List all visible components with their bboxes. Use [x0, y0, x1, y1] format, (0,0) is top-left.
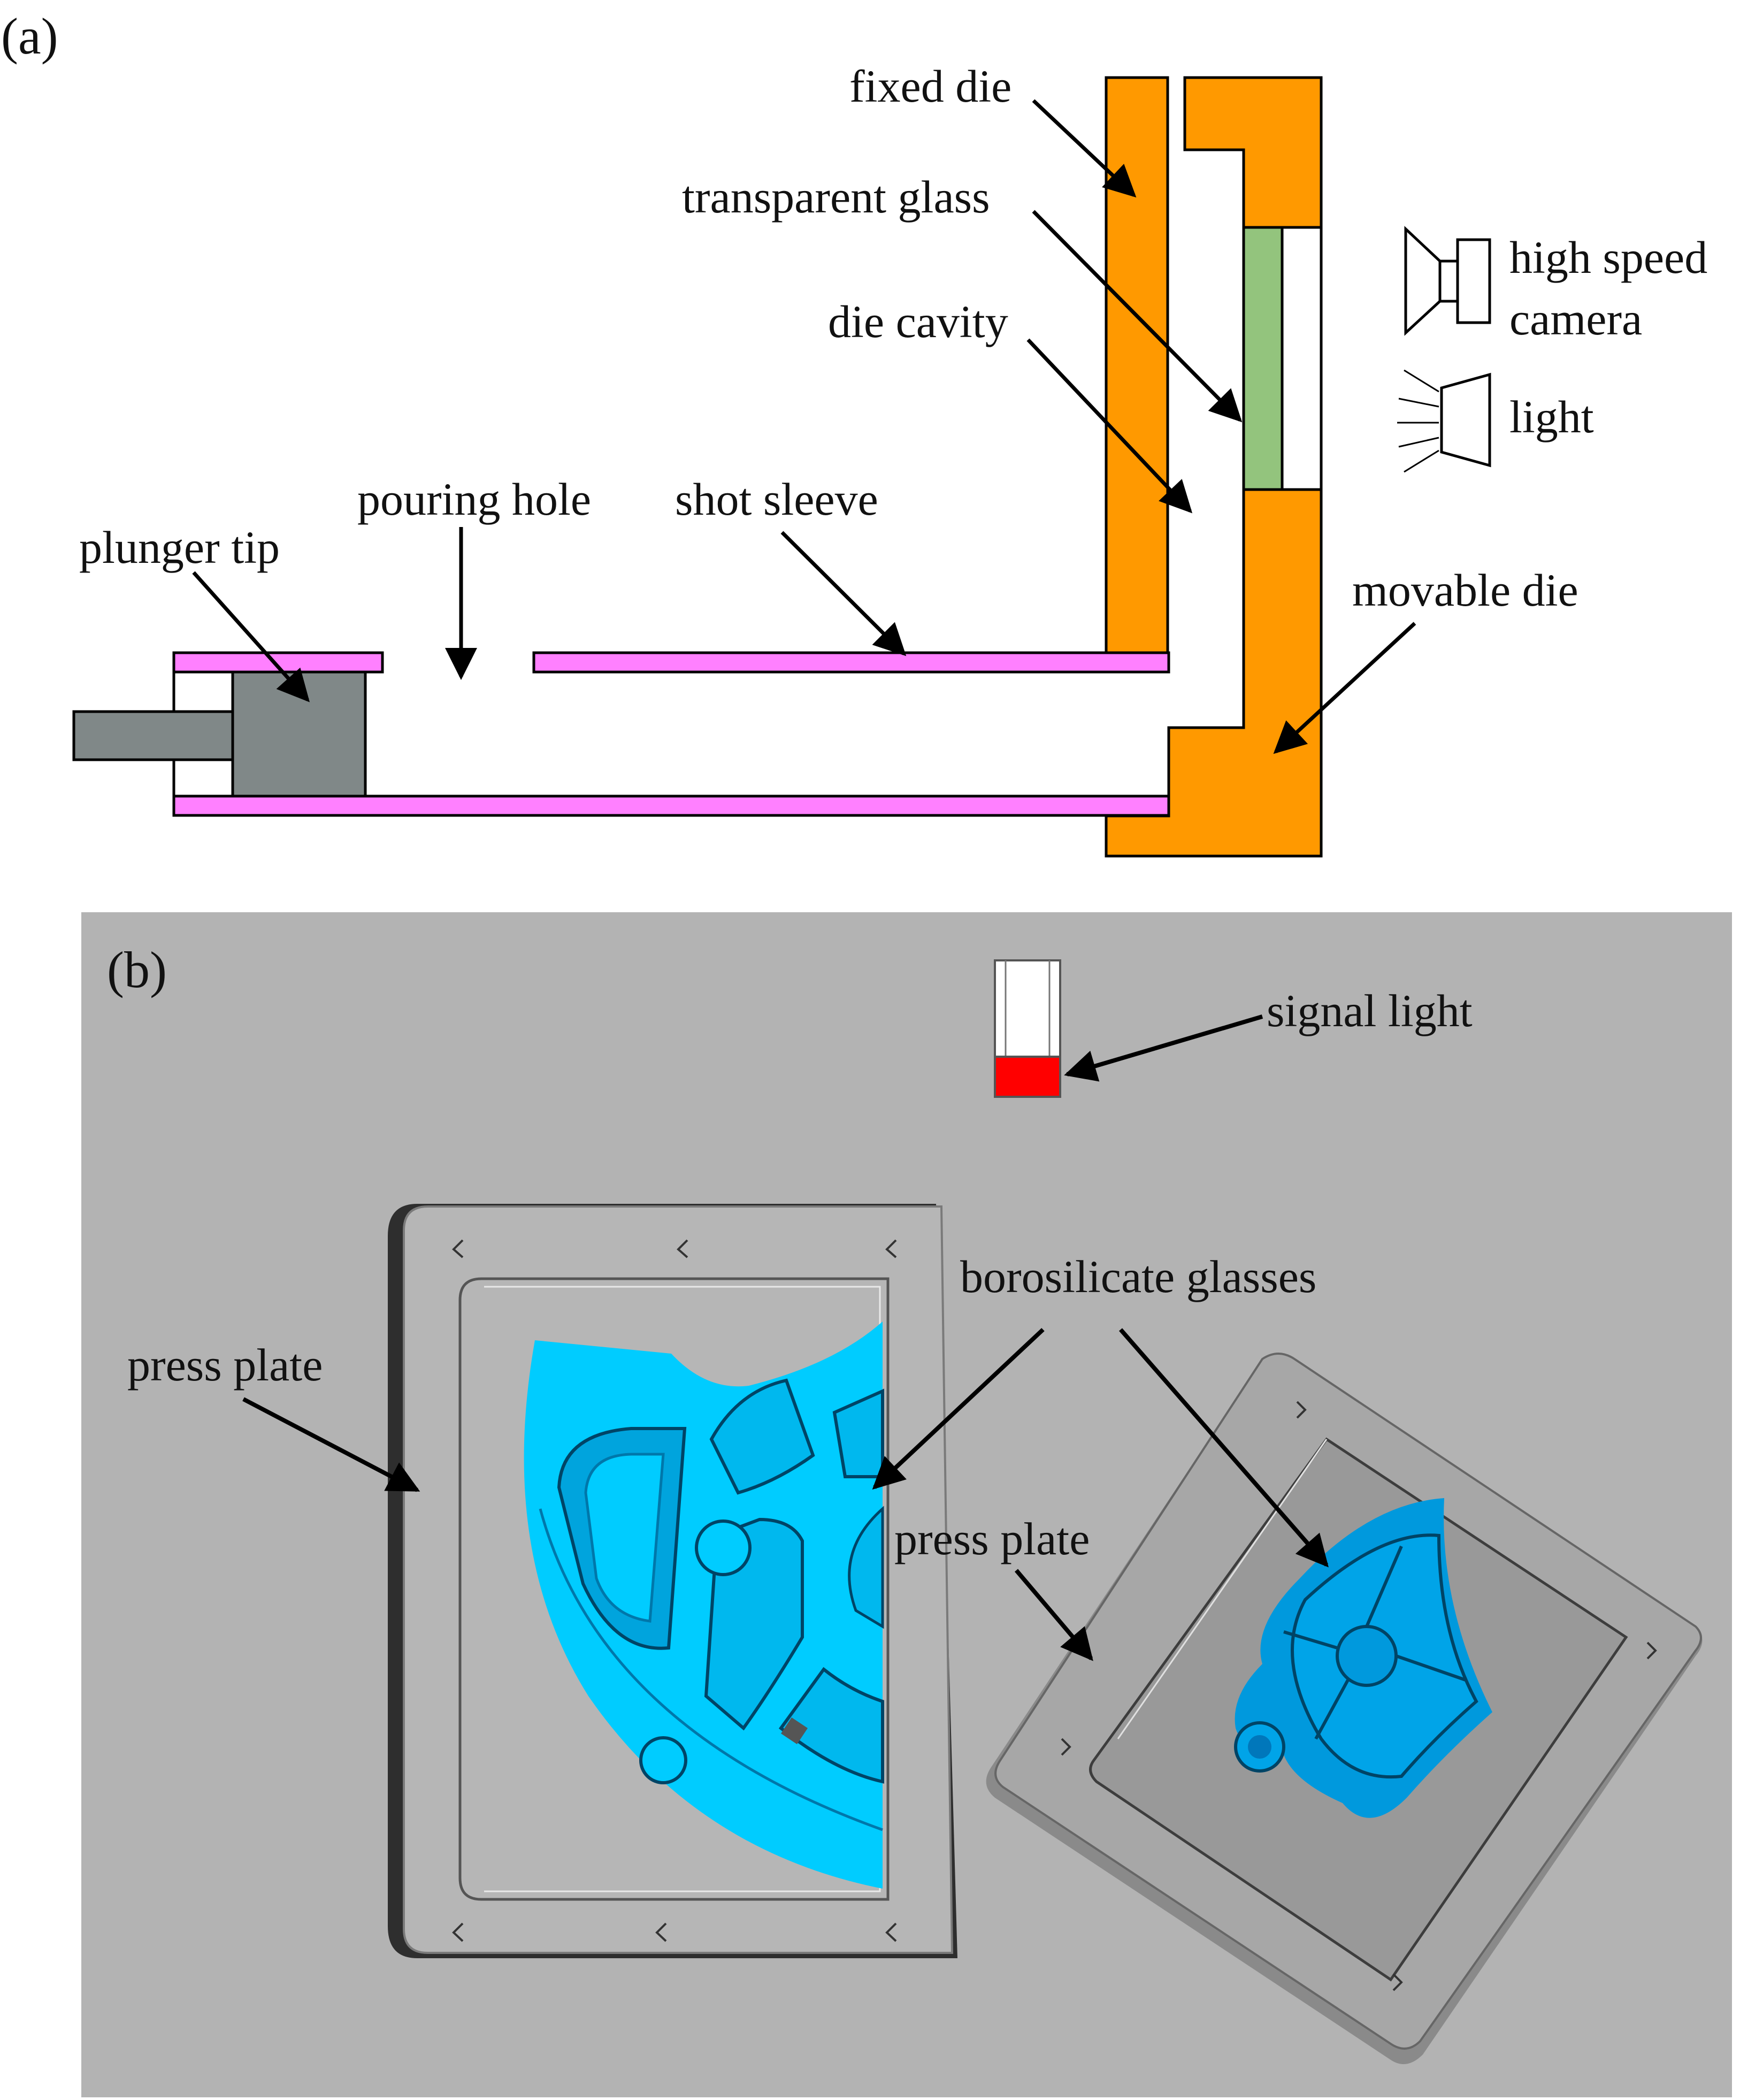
arrow-glass-left — [872, 1328, 1045, 1490]
die-window — [1281, 226, 1323, 491]
panel-a-label: (a) — [1, 7, 58, 65]
label-camera: camera — [1509, 293, 1642, 345]
label-pouring-hole: pouring hole — [357, 474, 591, 525]
label-movable-die: movable die — [1352, 564, 1578, 616]
label-borosilicate-glasses: borosilicate glasses — [960, 1251, 1316, 1302]
arrow-glass-right — [1118, 1328, 1329, 1568]
panel-a-arrows — [192, 99, 1416, 754]
signal-light — [994, 959, 1061, 1098]
right-casting — [1234, 1498, 1492, 1818]
panel-b: (b) — [81, 912, 1732, 2097]
panel-a: (a) — [1, 7, 1707, 858]
arrow-transparent-glass — [1032, 210, 1243, 423]
arrow-signal-light — [1064, 1014, 1263, 1082]
arrow-shot-sleeve — [780, 531, 907, 656]
label-transparent-glass: transparent glass — [682, 171, 990, 223]
label-press-plate-right: press plate — [894, 1513, 1090, 1564]
label-die-cavity: die cavity — [828, 296, 1008, 347]
arrow-press-plate-right — [1014, 1569, 1093, 1661]
panel-b-label: (b) — [107, 941, 167, 998]
label-plunger-tip: plunger tip — [79, 522, 280, 573]
camera-icon — [1404, 226, 1491, 336]
arrow-press-plate-left — [242, 1397, 420, 1492]
label-signal-light: signal light — [1267, 985, 1473, 1036]
left-casting — [524, 1322, 884, 1889]
label-light: light — [1509, 391, 1594, 442]
shot-sleeve-top-left — [172, 651, 384, 674]
arrow-die-cavity — [1026, 338, 1193, 514]
transparent-glass — [1242, 226, 1284, 491]
label-press-plate-left: press plate — [127, 1339, 323, 1391]
shot-sleeve-bottom — [172, 795, 1170, 817]
label-high-speed: high speed — [1509, 232, 1707, 283]
fixed-die — [1105, 76, 1169, 654]
arrow-fixed-die — [1032, 99, 1137, 198]
label-fixed-die: fixed die — [849, 60, 1011, 112]
arrow-plunger-tip — [192, 571, 310, 702]
plunger-rod — [72, 710, 236, 761]
light-icon — [1397, 369, 1491, 473]
shot-sleeve-top-right — [532, 651, 1170, 674]
panel-b-arrows — [242, 1014, 1329, 1661]
label-shot-sleeve: shot sleeve — [675, 474, 878, 525]
arrow-movable-die — [1273, 622, 1416, 754]
